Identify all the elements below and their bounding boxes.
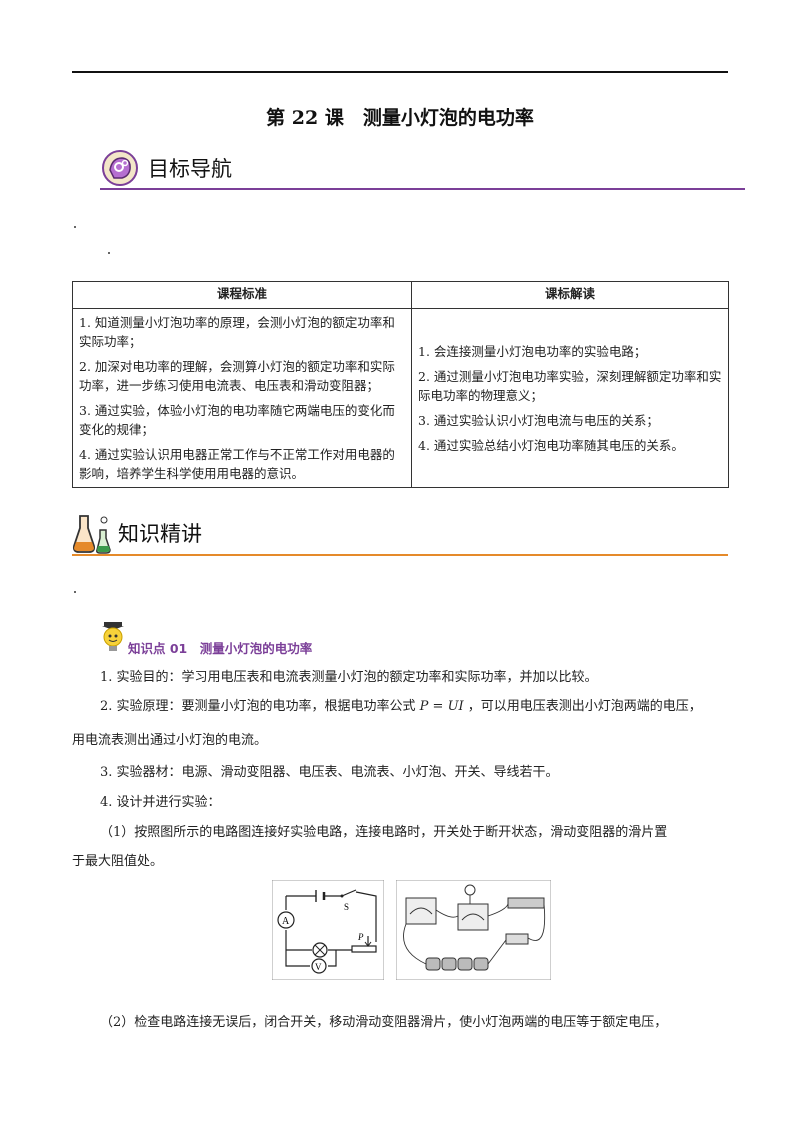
brain-gear-icon xyxy=(102,150,138,186)
table-header-cell: 课程标准 xyxy=(72,281,412,309)
table-header-row: 课程标准 课标解读 xyxy=(72,281,729,309)
page-title: 第 22 课 测量小灯泡的电功率 xyxy=(266,107,534,129)
list-item: 4. 通过实验认识用电器正常工作与不正常工作对用电器的影响，培养学生科学使用用电… xyxy=(79,447,395,481)
paragraph: 用电流表测出通过小灯泡的电流。 xyxy=(72,728,728,754)
flask-icon xyxy=(72,515,111,554)
section-header-knowledge: 知识精讲 xyxy=(72,512,728,558)
stray-dot xyxy=(108,252,110,254)
top-rule xyxy=(72,71,728,73)
list-item: 2. 通过测量小灯泡电功率实验，深刻理解额定功率和实际电功率的物理意义； xyxy=(418,368,722,403)
paragraph: 1. 实验目的：学习用电压表和电流表测量小灯泡的额定功率和实际功率，并加以比较。 xyxy=(72,665,728,691)
text: 2. 实验原理：要测量小灯泡的电功率，根据电功率公式 xyxy=(100,699,420,714)
section-label-goals: 目标导航 xyxy=(148,157,232,181)
stray-dot xyxy=(74,226,76,228)
list-item: 1. 知道测量小灯泡功率的原理，会测小灯泡的额定功率和实际功率； xyxy=(79,315,395,349)
section-rule-purple xyxy=(100,188,745,190)
knowledge-point-title: 知识点 01 测量小灯泡的电功率 xyxy=(128,641,313,656)
table-header-cell: 课标解读 xyxy=(411,281,729,309)
paragraph: 3. 实验器材：电源、滑动变阻器、电压表、电流表、小灯泡、开关、导线若干。 xyxy=(72,760,728,786)
voltmeter-label: V xyxy=(315,962,322,972)
text: 用电流表测出通过小灯泡的电流。 xyxy=(72,733,268,748)
ammeter-label: A xyxy=(282,916,290,927)
table-cell-standards: 1. 知道测量小灯泡功率的原理，会测小灯泡的额定功率和实际功率； 2. 加深对电… xyxy=(72,308,412,488)
text: （1）按照图所示的电路图连接好实验电路，连接电路时，开关处于断开状态，滑动变阻器… xyxy=(100,825,668,840)
section-rule-orange xyxy=(72,554,728,556)
paragraph: （1）按照图所示的电路图连接好实验电路，连接电路时，开关处于断开状态，滑动变阻器… xyxy=(72,820,728,846)
formula: P = UI xyxy=(419,699,464,714)
text: 4. 设计并进行实验： xyxy=(100,795,221,810)
list-item: 2. 加深对电功率的理解，会测算小灯泡的额定功率和实际功率，进一步练习使用电流表… xyxy=(79,359,395,393)
paragraph: 4. 设计并进行实验： xyxy=(72,790,728,816)
section-header-goals: 目标导航 xyxy=(100,148,745,192)
text: 3. 实验器材：电源、滑动变阻器、电压表、电流表、小灯泡、开关、导线若干。 xyxy=(100,765,559,780)
apparatus-illustration xyxy=(396,880,551,980)
list-item: 1. 会连接测量小灯泡电功率的实验电路； xyxy=(418,343,647,359)
switch-label: S xyxy=(344,902,349,912)
list-item: 3. 通过实验认识小灯泡电流与电压的关系； xyxy=(418,412,659,428)
table-cell-interpretation: 1. 会连接测量小灯泡电功率的实验电路； 2. 通过测量小灯泡电功率实验，深刻理… xyxy=(411,308,729,488)
paragraph: （2）检查电路连接无误后，闭合开关，移动滑动变阻器滑片，使小灯泡两端的电压等于额… xyxy=(72,1010,728,1036)
circuit-diagram: S A V P xyxy=(272,880,384,980)
section-label-knowledge: 知识精讲 xyxy=(118,522,202,546)
table-row: 1. 知道测量小灯泡功率的原理，会测小灯泡的额定功率和实际功率； 2. 加深对电… xyxy=(72,308,729,488)
text: （2）检查电路连接无误后，闭合开关，移动滑动变阻器滑片，使小灯泡两端的电压等于额… xyxy=(100,1015,668,1030)
curriculum-table: 课程标准 课标解读 1. 知道测量小灯泡功率的原理，会测小灯泡的额定功率和实际功… xyxy=(72,281,729,488)
stray-dot xyxy=(74,591,76,593)
text: ，可以用电压表测出小灯泡两端的电压， xyxy=(463,699,702,714)
list-item: 4. 通过实验总结小灯泡电功率随其电压的关系。 xyxy=(418,437,684,453)
text: 于最大阻值处。 xyxy=(72,854,164,869)
lightbulb-mascot-icon xyxy=(102,622,124,651)
list-item: 3. 通过实验，体验小灯泡的电功率随它两端电压的变化而变化的规律； xyxy=(79,403,395,437)
text: 1. 实验目的：学习用电压表和电流表测量小灯泡的额定功率和实际功率，并加以比较。 xyxy=(100,670,598,685)
paragraph: 于最大阻值处。 xyxy=(72,849,728,875)
paragraph: 2. 实验原理：要测量小灯泡的电功率，根据电功率公式 P = UI ，可以用电压… xyxy=(72,694,728,720)
slider-label: P xyxy=(357,932,364,942)
